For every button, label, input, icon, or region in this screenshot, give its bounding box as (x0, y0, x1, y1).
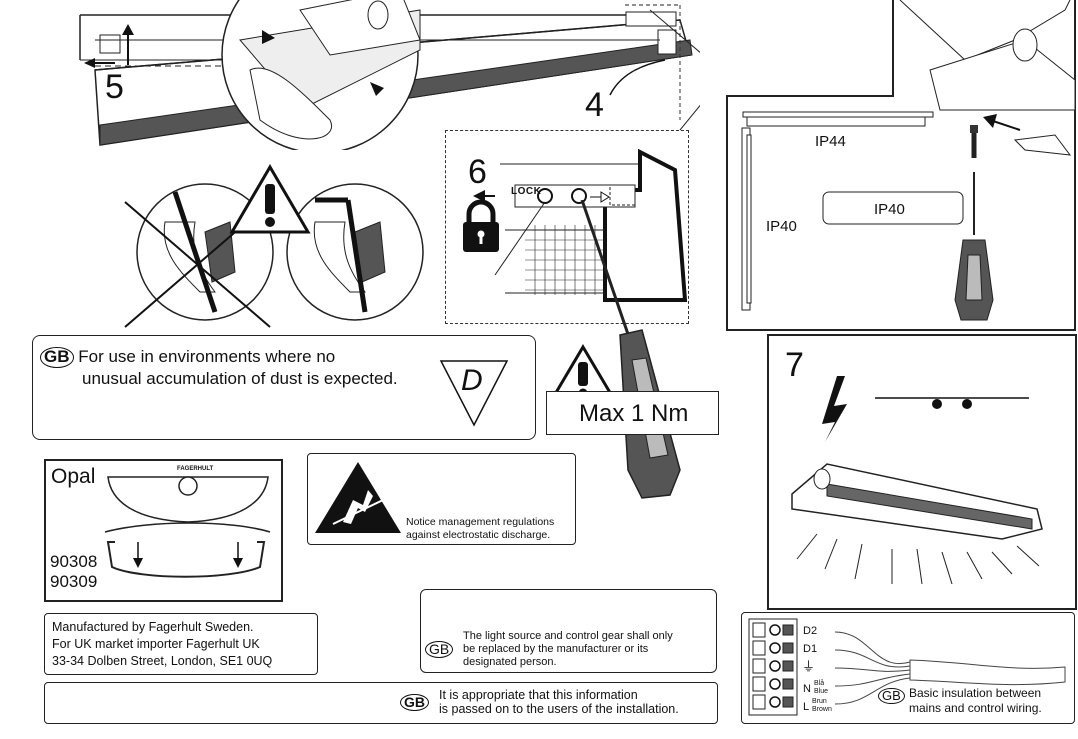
step-6-detail-frame (445, 130, 689, 324)
l-color-en: Brown (812, 706, 832, 713)
wiring-note-line2: mains and control wiring. (909, 701, 1042, 715)
wiring-note-line1: Basic insulation between (909, 686, 1042, 700)
replacement-notice-panel: GB The light source and control gear sha… (420, 589, 717, 673)
step-6-number: 6 (468, 153, 487, 191)
manufacturer-text: Manufactured by Fagerhult Sweden. For UK… (52, 619, 272, 670)
ip40-horizontal-label: IP40 (874, 201, 905, 218)
replacement-line1: The light source and control gear shall … (463, 630, 673, 642)
dust-notice-line1: For use in environments where no (78, 347, 336, 366)
terminal-d2-label: D2 (803, 625, 818, 637)
opal-diffuser-illustration (104, 476, 271, 578)
torque-label-box: Max 1 Nm (546, 391, 719, 435)
esd-warning-icon (315, 462, 401, 533)
step-5-number: 5 (105, 68, 124, 106)
manufacturer-panel: Manufactured by Fagerhult Sweden. For UK… (44, 613, 318, 675)
manufacturer-line2: For UK market importer Fagerhult UK (52, 637, 260, 651)
gb-badge: GB (40, 347, 74, 368)
dust-d-triangle-symbol (439, 360, 509, 427)
terminal-n-color: Blå Blue (814, 680, 828, 696)
n-color-sv: Blå (814, 680, 825, 687)
terminal-l-label: L (803, 701, 810, 713)
manufacturer-line3: 33-34 Dolben Street, London, SE1 0UQ (52, 654, 273, 668)
gb-badge: GB (425, 641, 454, 659)
terminal-block-illustration (748, 618, 798, 716)
ip40-vertical-label: IP40 (766, 218, 797, 235)
replacement-text: The light source and control gear shall … (463, 630, 673, 669)
terminal-d1-label: D1 (803, 643, 818, 655)
terminal-l-color: Brun Brown (812, 698, 832, 714)
replacement-line3: designated person. (463, 656, 557, 668)
info-notice-panel: GB It is appropriate that this informati… (44, 682, 718, 724)
lock-detail-illustration (463, 148, 688, 302)
step-7-number: 7 (785, 346, 804, 384)
dust-notice-text: GB For use in environments where no unus… (40, 346, 398, 390)
ip-rating-panel (726, 0, 1076, 331)
manufacturer-line1: Manufactured by Fagerhult Sweden. (52, 620, 254, 634)
info-notice-text: It is appropriate that this information … (439, 688, 679, 716)
ip44-label: IP44 (815, 133, 846, 150)
opal-code-90308: 90308 (50, 552, 98, 571)
n-color-en: Blue (814, 688, 829, 695)
gb-badge: GB (400, 694, 429, 712)
wiring-cable-illustration (834, 631, 1066, 705)
torque-label: Max 1 Nm (579, 400, 689, 427)
gb-badge: GB (878, 688, 905, 705)
step-4-number: 4 (585, 86, 604, 124)
replacement-line2: be replaced by the manufacturer or its (463, 643, 649, 655)
dust-d-letter: D (461, 364, 483, 397)
wiring-note: Basic insulation between mains and contr… (909, 686, 1042, 716)
opal-brand: FAGERHULT (177, 466, 214, 472)
info-notice-line2: is passed on to the users of the install… (439, 702, 679, 716)
luminaire-mounting-illustration (79, 0, 700, 150)
l-color-sv: Brun (812, 698, 827, 705)
clip-warning-illustration (124, 164, 424, 328)
esd-notice-text: Notice management regulations against el… (406, 516, 554, 542)
esd-line2: against electrostatic discharge. (406, 529, 551, 541)
esd-line1: Notice management regulations (406, 516, 555, 528)
opal-code-90309: 90309 (50, 572, 98, 591)
info-notice-line1: It is appropriate that this information (439, 688, 638, 702)
terminal-earth-label: ⏚ (802, 659, 816, 674)
opal-title: Opal (51, 465, 96, 488)
power-on-illustration (791, 376, 1043, 585)
dust-notice-line2: unusual accumulation of dust is expected… (82, 369, 398, 388)
dust-notice-panel: GB For use in environments where no unus… (32, 335, 536, 440)
terminal-n-label: N (803, 683, 811, 695)
lock-label: LOCK (511, 186, 542, 197)
